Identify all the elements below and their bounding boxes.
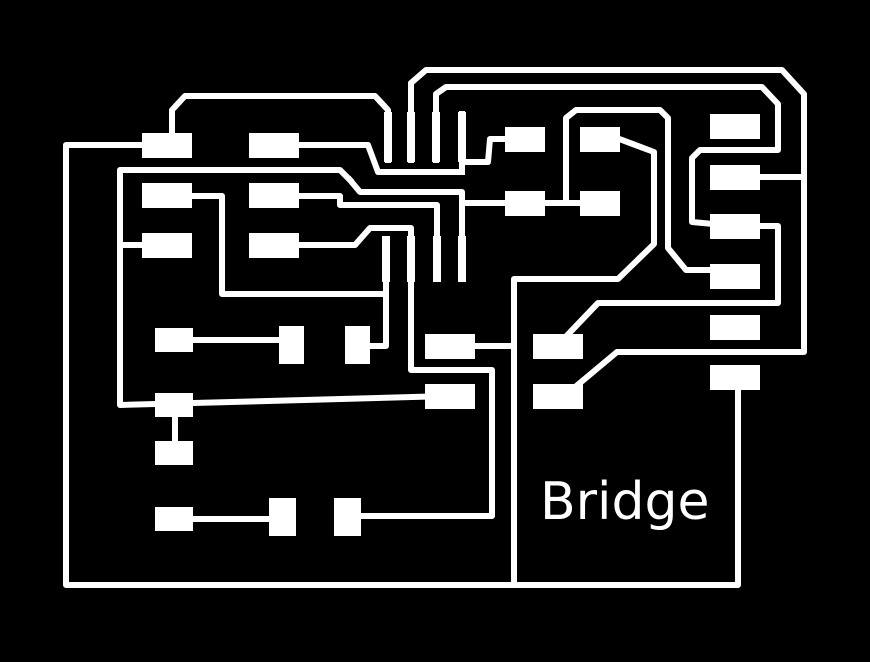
pin-bot-3 [433, 236, 441, 282]
pad-m2 [580, 127, 620, 152]
pad-b2 [249, 183, 299, 208]
pad-l6 [155, 507, 193, 531]
pad-n4 [533, 384, 583, 409]
trace-bridge-box [511, 136, 657, 588]
trace-row3 [271, 225, 495, 519]
trace-left-bus-down [117, 242, 454, 408]
pad-r5 [710, 315, 760, 340]
trace-row1 [271, 142, 465, 175]
trace-bridge-right [511, 375, 741, 588]
bridge-label: Bridge [540, 472, 710, 532]
pad-r6 [710, 365, 760, 390]
trace-bridge-in [552, 223, 781, 351]
pad-c2 [249, 233, 299, 258]
pin-top-4 [458, 112, 466, 162]
pad-r3 [710, 214, 760, 239]
pad-l5 [155, 441, 193, 465]
pin-bot-4 [458, 236, 466, 282]
pad-n3 [533, 334, 583, 359]
pad-n1 [425, 334, 475, 359]
pad-c1 [142, 233, 192, 258]
pad-b1 [142, 183, 192, 208]
pin-top-3 [432, 112, 440, 162]
trace-inner-bus [433, 84, 781, 230]
pad-layer [142, 112, 760, 536]
pad-m4 [580, 191, 620, 216]
trace-mid-up [563, 107, 737, 273]
trace-top-bus [408, 67, 807, 403]
pin-top-2 [407, 112, 415, 162]
pad-m1 [505, 127, 545, 152]
pad-l1 [155, 328, 193, 352]
pad-l2 [279, 326, 304, 364]
pin-bot-2 [407, 236, 415, 282]
pad-m3 [505, 191, 545, 216]
trace-outer-left [63, 142, 517, 588]
pad-l8 [334, 498, 361, 536]
pad-l3 [345, 326, 370, 364]
pad-r4 [710, 264, 760, 289]
trace-row2 [271, 193, 440, 265]
pad-l4 [155, 393, 193, 417]
pad-a2 [249, 133, 299, 158]
pin-bot-1 [382, 236, 390, 282]
pad-l7 [269, 498, 296, 536]
trace-row2-c [345, 175, 465, 265]
pad-n2 [425, 384, 475, 409]
pad-r1 [710, 114, 760, 139]
trace-left-bus [117, 167, 355, 248]
pad-r2 [710, 165, 760, 190]
pad-a1 [142, 133, 192, 158]
pin-top-1 [384, 112, 392, 162]
